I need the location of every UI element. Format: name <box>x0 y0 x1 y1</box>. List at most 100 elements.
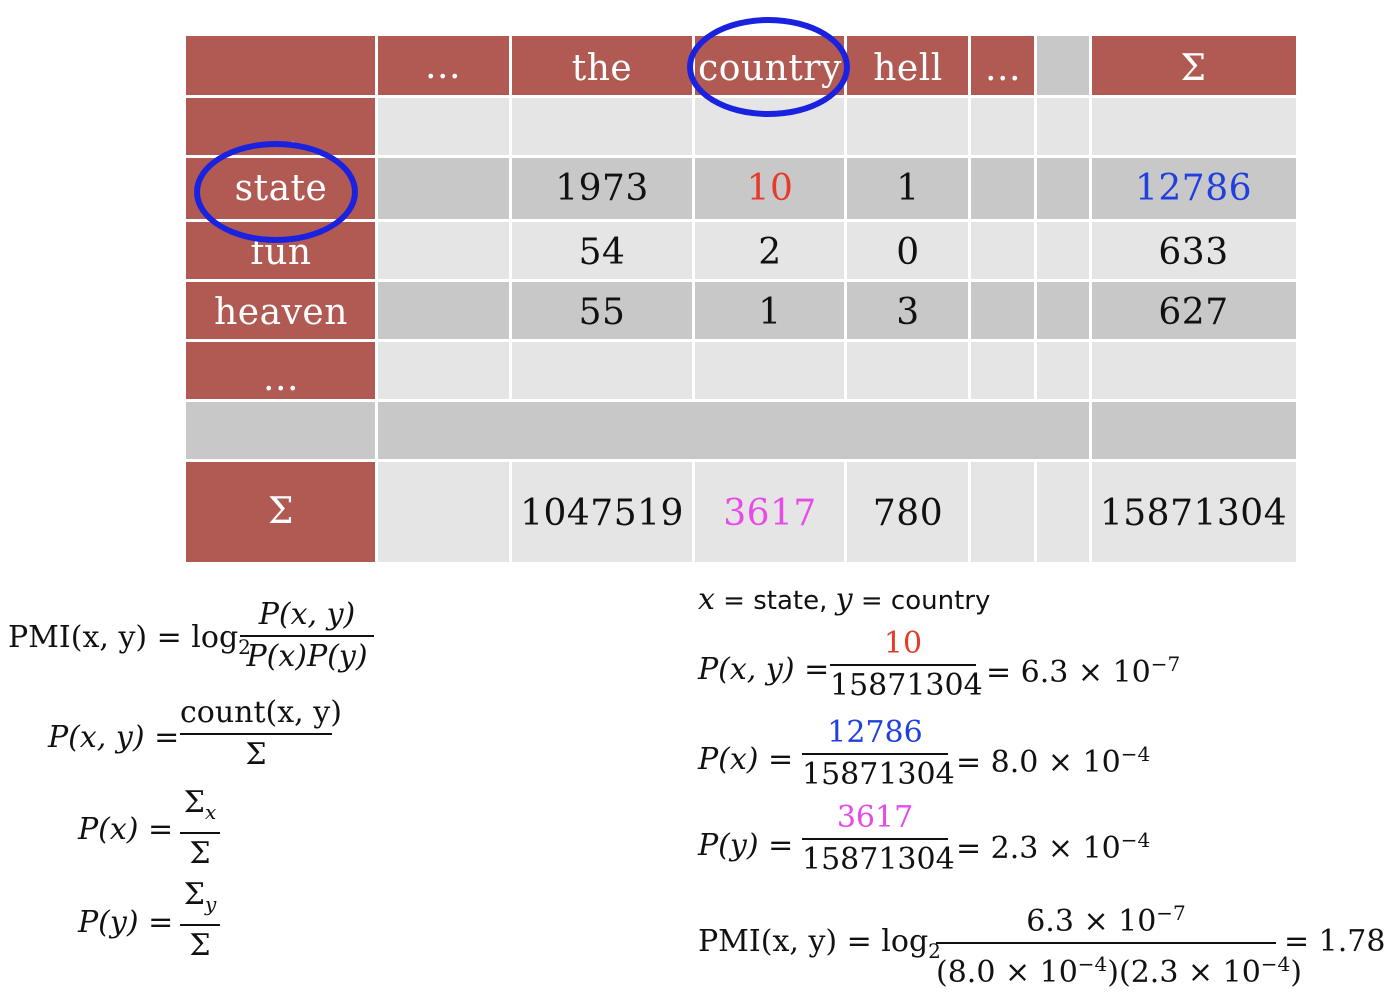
grid-line <box>844 460 847 562</box>
grid-line <box>968 460 971 562</box>
state-highlight-circle <box>194 141 358 243</box>
country-highlight-circle <box>687 17 850 117</box>
pmi-lhs: PMI(x, y) = log <box>8 620 239 655</box>
px-computed-numerator: 12786 <box>827 715 923 750</box>
py-lhs: P(y) = <box>78 905 174 940</box>
pmi-den-part-c: ) <box>1290 955 1302 990</box>
col-header-ellipsis-left: … <box>424 45 462 87</box>
row-header-heaven: heaven <box>214 291 348 333</box>
grid-line <box>509 36 512 400</box>
grid-line <box>1034 36 1037 400</box>
separator-col-fun <box>1036 220 1090 280</box>
row-header-sum-bg <box>186 460 376 562</box>
py-computed-result: = 2.3 × 10 <box>956 831 1121 866</box>
cell-fun-hell: 0 <box>896 231 920 273</box>
separator-col-header <box>1036 36 1090 96</box>
grid-line <box>1034 460 1037 562</box>
cell-fun-sum: 633 <box>1158 231 1229 273</box>
grid-line <box>968 36 971 400</box>
cell-sum-country: 3617 <box>723 492 817 534</box>
px-computed-exponent: −4 <box>1120 742 1151 766</box>
pxy-computed-exponent: −7 <box>1150 652 1181 676</box>
py-computed-lhs: P(y) = <box>698 828 794 863</box>
separator-col-sum <box>1036 460 1090 562</box>
cell-state-sum: 12786 <box>1134 167 1253 209</box>
px-computed-result: = 8.0 × 10 <box>956 745 1121 780</box>
row-heaven-bg <box>376 280 1296 340</box>
cell-sum-total: 15871304 <box>1099 492 1288 534</box>
pmi-computed-lhs: PMI(x, y) = log <box>698 924 929 959</box>
grid-line <box>509 460 512 562</box>
pmi-computed-log-base: 2 <box>928 939 941 963</box>
separator-row-bg <box>186 400 1296 460</box>
row-header-sum: Σ <box>268 490 294 532</box>
py-numerator-sub: y <box>204 892 217 916</box>
var-x: x <box>698 582 715 617</box>
cell-heaven-country: 1 <box>758 291 782 333</box>
pmi-computed-result: = 1.78 <box>1284 924 1386 959</box>
cooccurrence-table: … the country hell … Σ … state fun heave… <box>186 17 1296 562</box>
pmi-den-exp-b: −4 <box>1260 952 1291 976</box>
pmi-computed-numerator-exponent: −7 <box>1156 901 1186 925</box>
grid-line <box>692 36 695 400</box>
var-y: y <box>835 582 853 617</box>
cell-state-hell: 1 <box>896 167 920 209</box>
pxy-computed-numerator: 10 <box>883 626 923 661</box>
grid-line <box>844 36 847 400</box>
pmi-den-part-a: (8.0 × 10 <box>936 955 1078 990</box>
col-header-ellipsis-right: … <box>984 47 1022 89</box>
col-header-sum: Σ <box>1180 47 1207 89</box>
cell-sum-the: 1047519 <box>520 492 684 534</box>
grid-line <box>186 339 1296 342</box>
pmi-den-part-b: )(2.3 × 10 <box>1107 955 1261 990</box>
cell-state-the: 1973 <box>555 167 649 209</box>
assign-state: = state, <box>714 586 836 616</box>
separator-col-dots2 <box>1036 340 1090 400</box>
cell-state-country: 10 <box>746 167 794 209</box>
cell-heaven-sum: 627 <box>1158 291 1229 333</box>
pxy-computed-result: = 6.3 × 10 <box>986 655 1151 690</box>
pmi-numerator: P(x, y) <box>258 597 356 632</box>
py-computed-exponent: −4 <box>1120 828 1151 852</box>
pmi-denominator: P(x)P(y) <box>246 639 368 674</box>
px-numerator: Σ <box>183 785 205 820</box>
py-numerator: Σ <box>183 877 205 912</box>
pxy-numerator: count(x, y) <box>180 695 342 730</box>
row-header-ellipsis-bottom: … <box>262 357 300 399</box>
assign-country: = country <box>852 586 991 616</box>
separator-col-dots <box>1036 96 1090 156</box>
px-computed-denominator: 15871304 <box>802 757 955 792</box>
grid-line <box>186 155 1296 158</box>
col-header-the: the <box>571 47 633 89</box>
grid-line <box>186 459 1296 462</box>
px-denominator: Σ <box>189 836 211 871</box>
row-fun-bg <box>376 220 1296 280</box>
cell-heaven-hell: 3 <box>896 291 920 333</box>
py-computed-denominator: 15871304 <box>802 842 955 877</box>
grid-line <box>1089 36 1092 562</box>
row-dots2-bg <box>376 340 1296 400</box>
separator-col-state <box>1036 156 1090 220</box>
pmi-den-exp-a: −4 <box>1077 952 1108 976</box>
cell-heaven-the: 55 <box>578 291 626 333</box>
pmi-computed-numerator: 6.3 × 10 <box>1026 904 1157 939</box>
row-sum-bg <box>376 460 1296 562</box>
pxy-computed-denominator: 15871304 <box>830 668 983 703</box>
pxy-denominator: Σ <box>245 737 267 772</box>
log-base: 2 <box>238 635 251 659</box>
row-dots-bg <box>376 96 1296 156</box>
grid-line <box>692 460 695 562</box>
px-computed-lhs: P(x) = <box>698 742 794 777</box>
py-denominator: Σ <box>189 928 211 963</box>
cell-fun-country: 2 <box>758 231 782 273</box>
separator-col-heaven <box>1036 280 1090 340</box>
px-numerator-sub: x <box>204 800 217 824</box>
cell-sum-hell: 780 <box>872 492 944 534</box>
grid-line <box>186 279 1296 282</box>
pxy-lhs: P(x, y) = <box>48 720 180 755</box>
grid-line <box>186 399 1296 402</box>
cell-fun-the: 54 <box>578 231 626 273</box>
px-lhs: P(x) = <box>78 812 174 847</box>
col-header-hell: hell <box>873 47 943 89</box>
variable-assignment: x = state, y = country <box>698 582 990 617</box>
